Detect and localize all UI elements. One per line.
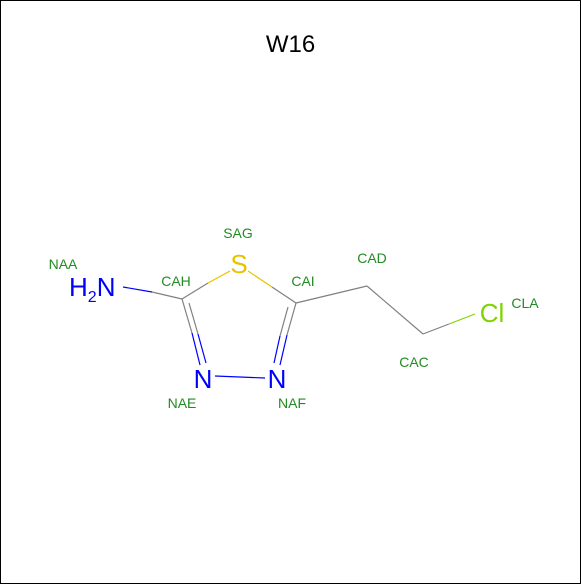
atom-name-naf: NAF <box>278 395 306 411</box>
atom-nae-symbol: N <box>194 364 213 394</box>
bonds <box>122 270 476 379</box>
atom-naa-symbol: H2N <box>69 272 115 306</box>
atom-symbols: H2N S N N Cl <box>69 249 504 394</box>
molecule-title: W16 <box>265 31 316 58</box>
atom-name-cai: CAI <box>291 273 314 289</box>
bond-cah-sag-c <box>181 282 209 300</box>
bond-cai-cad <box>295 285 368 304</box>
atom-name-naa: NAA <box>49 256 78 272</box>
atom-sag-symbol: S <box>230 249 247 279</box>
bond-cah-nae-n2 <box>197 333 207 364</box>
bond-cac-cla-c <box>422 323 450 335</box>
atom-name-nae: NAE <box>168 395 197 411</box>
atom-naf-symbol: N <box>268 364 287 394</box>
bond-naa-cah <box>122 286 153 293</box>
bond-cac-cla-cl <box>448 313 476 325</box>
bond-cah-sag-s <box>207 270 231 284</box>
atom-name-cah: CAH <box>161 273 191 289</box>
atom-name-sag: SAG <box>223 225 253 241</box>
bond-cad-cac <box>366 285 424 335</box>
bond-sag-cai-s <box>247 270 273 288</box>
bond-naf-cai-c2 <box>279 306 289 337</box>
atom-names: NAA CAH SAG CAI NAE NAF CAD CAC CLA <box>49 225 540 411</box>
bond-cah-nae-c2 <box>188 302 199 335</box>
atom-cla-symbol: Cl <box>480 298 505 328</box>
bond-cah-nae-c1 <box>181 298 193 334</box>
bond-naf-cai-c1 <box>286 302 297 336</box>
atom-name-cad: CAD <box>357 250 387 266</box>
bond-naa-cah-c <box>151 291 183 300</box>
atom-name-cla: CLA <box>511 295 539 311</box>
bond-naf-cai-n2 <box>273 335 281 364</box>
bond-nae-naf <box>214 375 266 379</box>
atom-name-cac: CAC <box>399 354 429 370</box>
bond-cah-nae-n1 <box>191 332 201 366</box>
bond-naf-cai-n1 <box>279 334 288 366</box>
bond-sag-cai-c <box>271 286 297 304</box>
